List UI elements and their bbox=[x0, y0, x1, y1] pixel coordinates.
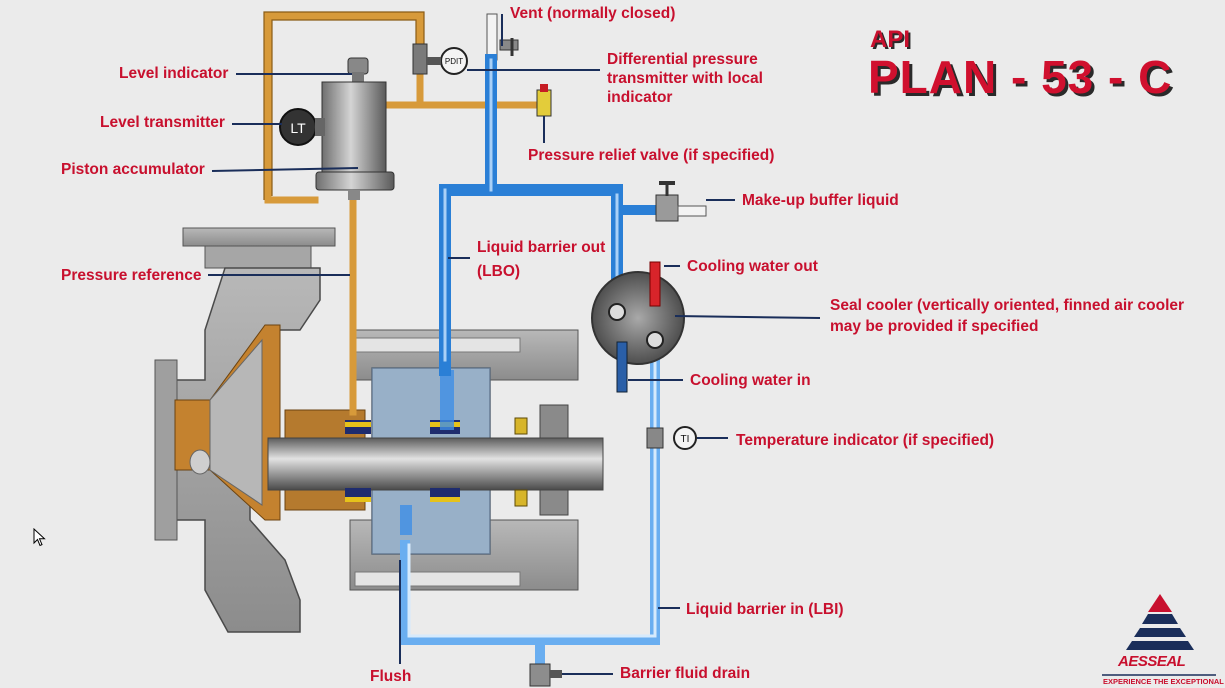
label-level-transmitter: Level transmitter bbox=[100, 114, 225, 131]
label-dp-transmitter-line2: transmitter with local bbox=[607, 70, 763, 87]
label-vent: Vent (normally closed) bbox=[510, 5, 676, 22]
lt-tag: LT bbox=[290, 120, 306, 136]
label-cooling-water-out: Cooling water out bbox=[687, 258, 818, 275]
pdit-instrument: PDIT bbox=[412, 43, 468, 75]
label-pressure-reference: Pressure reference bbox=[61, 267, 202, 284]
pressure-relief-valve bbox=[536, 84, 552, 117]
aesseal-logo-mark bbox=[1102, 594, 1216, 676]
label-dp-transmitter-line3: indicator bbox=[607, 89, 673, 106]
label-flush: Flush bbox=[370, 668, 412, 685]
label-seal-cooler-line1: Seal cooler (vertically oriented, finned… bbox=[830, 297, 1185, 314]
seal-cooler bbox=[591, 261, 685, 393]
pump-assembly bbox=[154, 227, 604, 633]
mouse-cursor-icon bbox=[33, 528, 46, 547]
drain-valve bbox=[529, 663, 562, 687]
pressure-reference-line bbox=[264, 12, 544, 416]
label-cooling-water-in: Cooling water in bbox=[690, 372, 811, 389]
label-seal-cooler-line2: may be provided if specified bbox=[830, 318, 1039, 335]
label-dp-transmitter-line1: Differential pressure bbox=[607, 51, 758, 68]
label-barrier-drain: Barrier fluid drain bbox=[620, 665, 751, 682]
label-makeup-buffer: Make-up buffer liquid bbox=[742, 192, 899, 209]
piston-accumulator bbox=[315, 57, 395, 200]
leader-lines bbox=[208, 14, 821, 675]
title-api: API bbox=[870, 26, 911, 53]
barrier-fluid-loop bbox=[400, 54, 665, 673]
aesseal-logo-word: AESSEAL bbox=[1118, 653, 1186, 670]
ti-tag: TI bbox=[681, 434, 690, 445]
aesseal-tagline: EXPERIENCE THE EXCEPTIONAL bbox=[1103, 677, 1224, 686]
pdit-tag: PDIT bbox=[445, 57, 463, 66]
label-lbo-line1: Liquid barrier out bbox=[477, 239, 606, 256]
label-pressure-relief: Pressure relief valve (if specified) bbox=[528, 147, 775, 164]
label-piston-accumulator: Piston accumulator bbox=[61, 161, 205, 178]
label-temperature-indicator: Temperature indicator (if specified) bbox=[736, 432, 995, 449]
level-transmitter-instrument: LT bbox=[279, 108, 325, 146]
makeup-valve bbox=[655, 181, 707, 222]
label-lbi: Liquid barrier in (LBI) bbox=[686, 601, 844, 618]
ti-instrument: TI bbox=[646, 426, 697, 450]
label-lbo-line2: (LBO) bbox=[477, 263, 521, 280]
label-level-indicator: Level indicator bbox=[119, 65, 229, 82]
title-plan: PLAN - 53 - C bbox=[868, 51, 1173, 103]
